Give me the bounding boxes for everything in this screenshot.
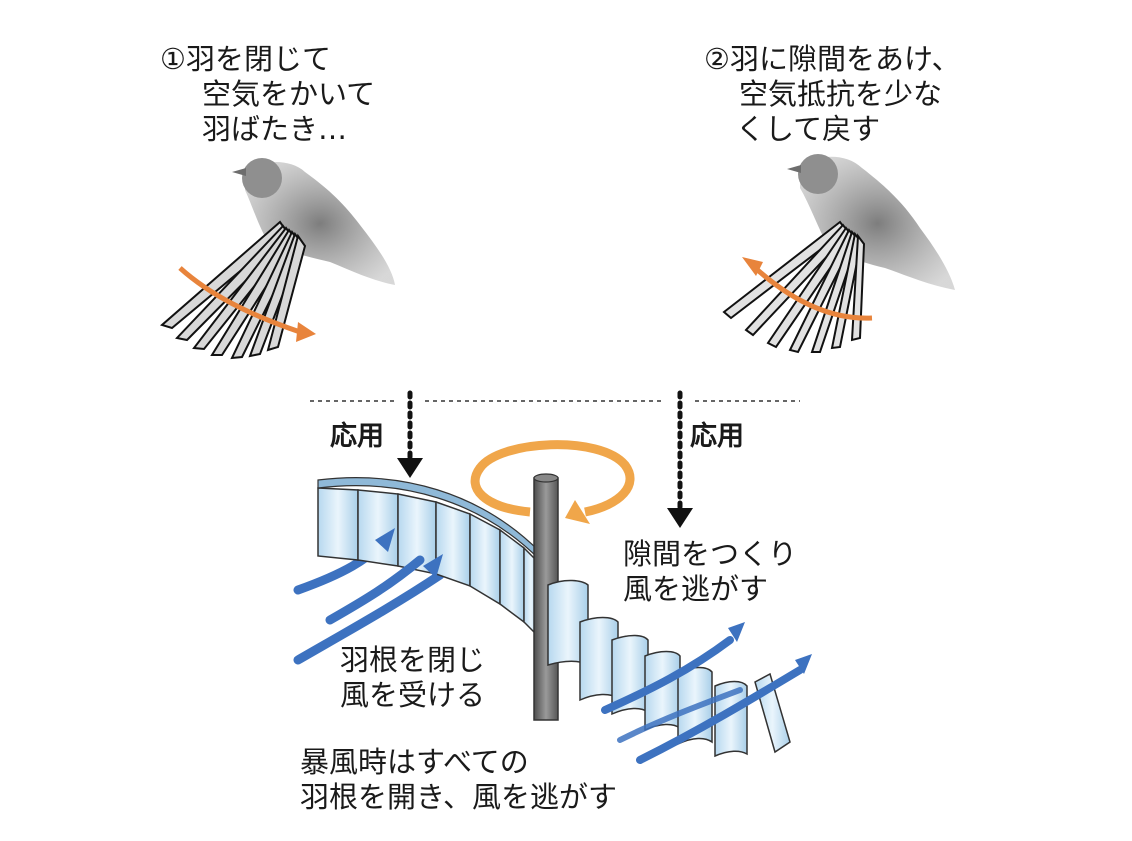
storm-label: 暴風時はすべての 羽根を開き、風を逃がす bbox=[300, 745, 617, 815]
apply-arrow-right bbox=[667, 390, 693, 528]
step2-line-3: くして戻す bbox=[736, 112, 881, 146]
step1-line-3: 羽ばたき… bbox=[202, 112, 348, 146]
apply-label-right: 応用 bbox=[690, 421, 744, 452]
close-label: 羽根を閉じ 風を受ける bbox=[340, 643, 485, 713]
gap-label-line-1: 隙間をつくり bbox=[623, 537, 798, 571]
step2-line-2: 空気抵抗を少な bbox=[739, 77, 943, 111]
close-label-line-2: 風を受ける bbox=[340, 678, 486, 712]
bird-1-illustration bbox=[159, 158, 395, 360]
bird-2-illustration bbox=[722, 154, 955, 354]
step1-line-1: ①羽を閉じて bbox=[160, 42, 331, 76]
storm-label-line-2: 羽根を開き、風を逃がす bbox=[300, 780, 617, 814]
apply-arrow-left bbox=[397, 390, 423, 478]
step1-caption: ①羽を閉じて 空気をかいて 羽ばたき… bbox=[160, 42, 375, 147]
wind-turbine-illustration bbox=[293, 440, 812, 764]
close-label-line-1: 羽根を閉じ bbox=[340, 643, 486, 677]
step2-line-1: ②羽に隙間をあけ、 bbox=[704, 42, 961, 76]
step1-line-2: 空気をかいて bbox=[202, 77, 376, 111]
storm-label-line-1: 暴風時はすべての bbox=[300, 745, 529, 779]
gap-label: 隙間をつくり 風を逃がす bbox=[623, 537, 797, 607]
gap-label-line-2: 風を逃がす bbox=[623, 572, 769, 606]
apply-label-left: 応用 bbox=[330, 421, 384, 452]
step2-caption: ②羽に隙間をあけ、 空気抵抗を少な くして戻す bbox=[704, 42, 961, 147]
